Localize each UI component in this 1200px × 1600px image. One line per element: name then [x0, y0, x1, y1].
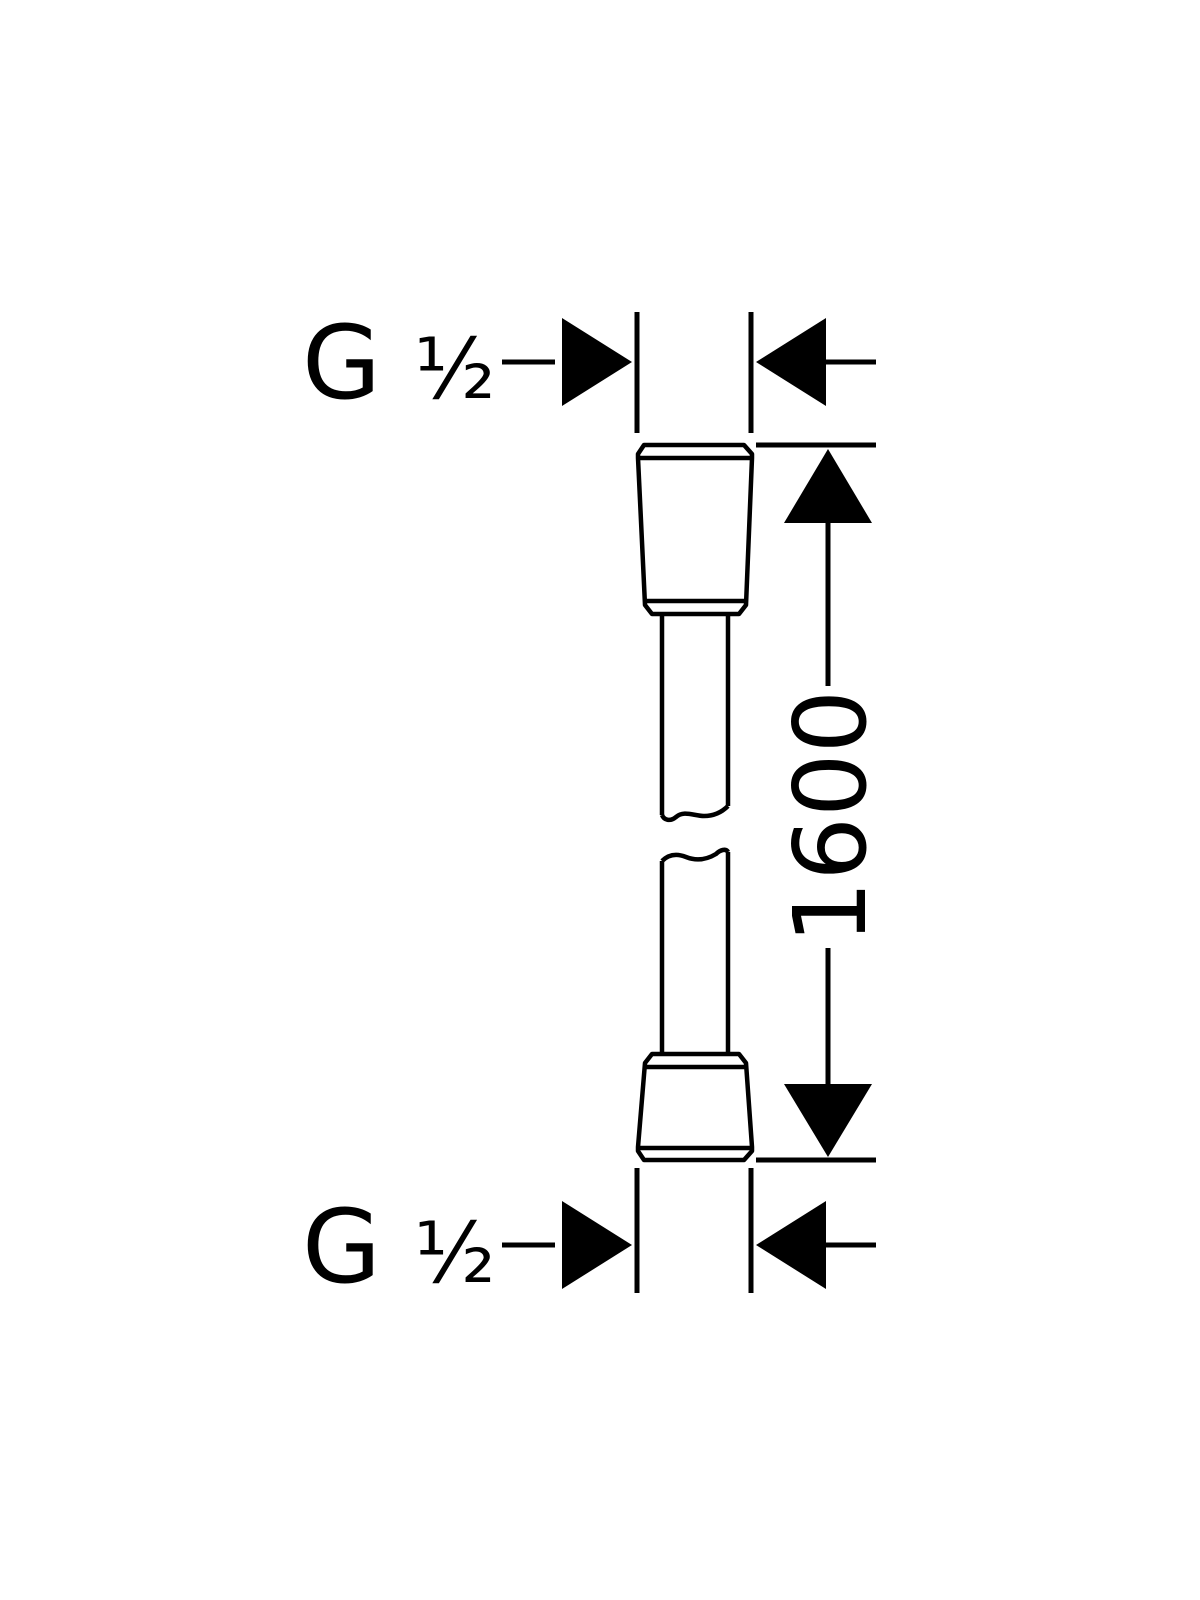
top-fitting: [635, 442, 755, 617]
bottom-thread-dimension: G ½: [302, 1168, 876, 1307]
top-right-arrowhead: [756, 318, 826, 406]
bottom-thread-fraction: ½: [414, 1204, 495, 1302]
length-value: 1600: [772, 690, 889, 945]
top-thread-fraction: ½: [414, 320, 495, 418]
hose-lower-segment: [659, 847, 731, 1054]
bottom-nut-outline: [635, 1051, 755, 1163]
bottom-right-arrowhead: [756, 1201, 826, 1289]
top-thread-dimension: G ½: [302, 304, 876, 433]
top-left-arrowhead: [562, 318, 632, 406]
top-thread-letter: G: [302, 304, 381, 423]
length-dimension: 1600: [756, 442, 889, 1163]
hose-lower-break: [660, 847, 731, 863]
top-nut-outline: [635, 442, 755, 617]
bottom-fitting: [635, 1051, 755, 1163]
length-top-arrowhead: [784, 449, 872, 523]
bottom-left-arrowhead: [562, 1201, 632, 1289]
hose-upper-segment: [659, 614, 731, 823]
bottom-thread-letter: G: [302, 1188, 381, 1307]
length-bottom-arrowhead: [784, 1084, 872, 1157]
hose-upper-break: [659, 804, 730, 823]
